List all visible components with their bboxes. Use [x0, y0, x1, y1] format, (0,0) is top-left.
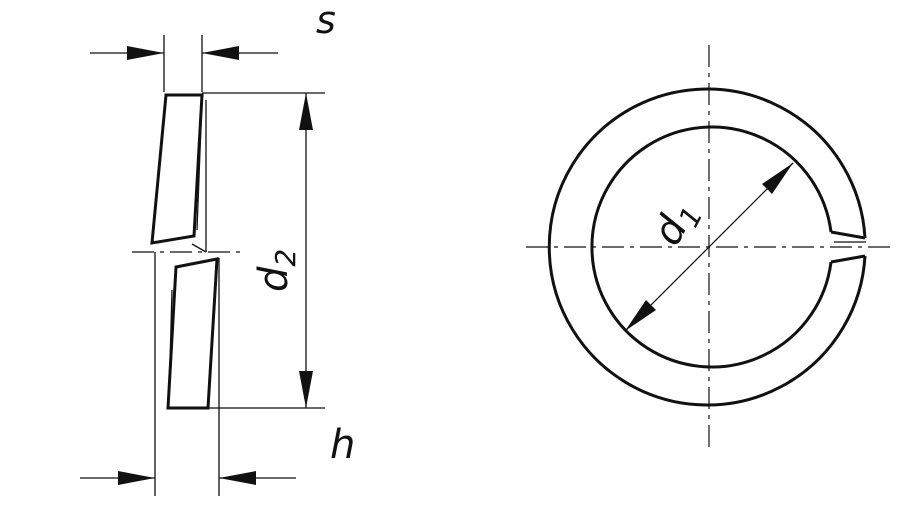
d1-arrow-upper: [762, 163, 793, 194]
d1-label: d1: [644, 193, 709, 255]
front-view: d1: [526, 45, 894, 450]
side-view-upper-segment: [150, 93, 204, 245]
d2-label: d2: [251, 249, 302, 292]
split-gap-top: [830, 230, 866, 240]
svg-text:d1: d1: [644, 193, 709, 255]
s-arrow-right: [202, 46, 239, 60]
h-label: h: [330, 422, 355, 468]
s-label: s: [316, 0, 336, 42]
side-view-lower-segment: [166, 257, 219, 410]
d2-arrow-bottom: [299, 371, 313, 408]
d1-arrow-lower: [625, 300, 656, 331]
h-arrow-left: [118, 471, 155, 485]
side-view-gap-line: [191, 243, 207, 253]
split-gap-bottom: [830, 254, 866, 264]
side-view: s d2 h: [80, 0, 355, 496]
front-view-inner-edge: [590, 125, 833, 369]
h-arrow-right: [219, 471, 256, 485]
d2-arrow-top: [299, 93, 313, 130]
d1-dim-line: [624, 162, 794, 332]
svg-text:d2: d2: [251, 249, 302, 292]
side-view-helix-edge-1: [196, 98, 203, 231]
s-arrow-left: [127, 46, 164, 60]
side-view-helix-edge-3: [168, 289, 173, 401]
front-view-outer-edge: [547, 87, 867, 407]
